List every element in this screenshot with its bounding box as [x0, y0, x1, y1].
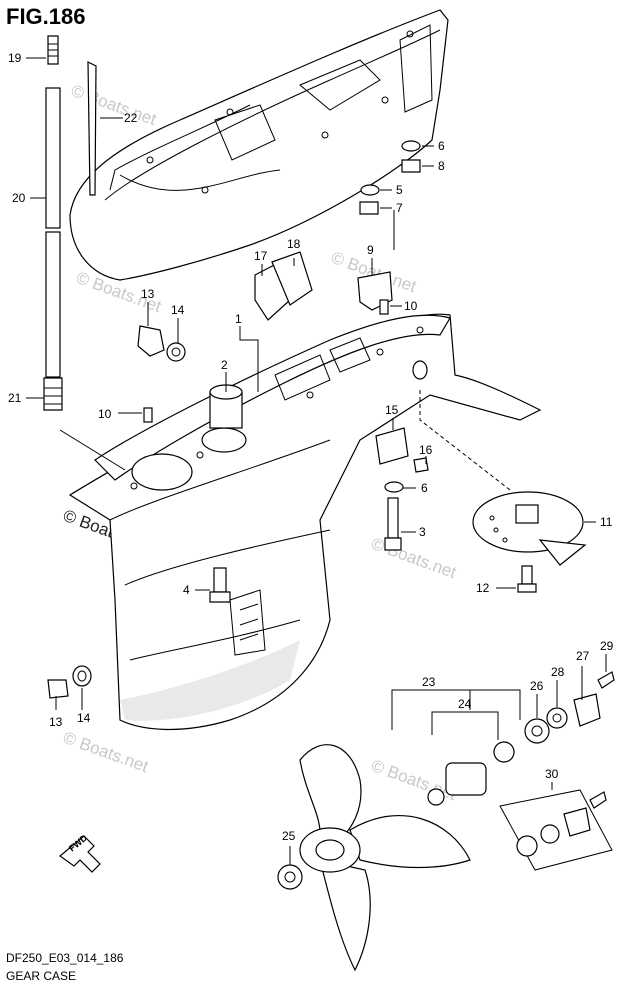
callout-14: 14: [171, 303, 185, 317]
callout-24: 24: [458, 697, 472, 711]
drive-shaft: [43, 35, 63, 411]
part-22: [87, 61, 97, 196]
callout-19: 19: [8, 51, 22, 65]
gear-case-body: [68, 313, 542, 731]
callout-20: 20: [12, 191, 26, 205]
callout-3: 3: [419, 525, 426, 539]
part-6: [401, 140, 421, 152]
part-25: [277, 864, 303, 890]
fwd-arrow-icon: FWD: [59, 832, 101, 873]
figure-code: DF250_E03_014_186: [6, 951, 124, 965]
part-6: [384, 481, 404, 493]
part-3: [387, 497, 399, 539]
part-10: [379, 299, 389, 315]
part-12: [521, 565, 533, 585]
callout-9: 9: [367, 243, 374, 257]
part-11: [472, 491, 587, 566]
callout-13: 13: [141, 287, 155, 301]
part-10: [143, 407, 153, 423]
callout-22: 22: [124, 111, 138, 125]
callout-15: 15: [385, 403, 399, 417]
callout-4: 4: [183, 583, 190, 597]
part-18: [271, 251, 313, 306]
callout-26: 26: [530, 679, 544, 693]
callout-7: 7: [396, 201, 403, 215]
part-16: [413, 457, 429, 473]
part-24: [427, 741, 515, 806]
part-7: [359, 201, 379, 215]
part-29: [597, 671, 615, 689]
figure-title: FIG.186: [6, 4, 85, 29]
callout-14: 14: [77, 711, 91, 725]
callout-17: 17: [254, 249, 268, 263]
part-26: [524, 718, 550, 744]
callout-10: 10: [404, 299, 418, 313]
callout-21: 21: [8, 391, 22, 405]
callout-8: 8: [438, 159, 445, 173]
leader-lines: [26, 57, 607, 865]
callout-30: 30: [545, 767, 559, 781]
callout-12: 12: [476, 581, 490, 595]
callout-27: 27: [576, 649, 590, 663]
part-4: [213, 567, 227, 593]
callout-25: 25: [282, 829, 296, 843]
part-5: [360, 184, 380, 196]
callout-2: 2: [221, 358, 228, 372]
callout-6: 6: [438, 139, 445, 153]
part-13: [137, 325, 165, 357]
callout-28: 28: [551, 665, 565, 679]
part-13: [47, 679, 69, 699]
part-15: [375, 427, 409, 465]
callout-18: 18: [287, 237, 301, 251]
part-30-kit: [499, 789, 613, 871]
upper-cover: [69, 9, 449, 281]
part-28: [546, 707, 568, 729]
callout-16: 16: [419, 443, 433, 457]
callout-1: 1: [235, 312, 242, 326]
callout-10: 10: [98, 407, 112, 421]
watermark-text: © Boats.net: [69, 81, 159, 129]
watermark-text: © Boats.net: [61, 728, 151, 776]
part-14: [166, 342, 186, 362]
callout-11: 11: [600, 515, 613, 529]
part-27: [573, 693, 601, 727]
callout-23: 23: [422, 675, 436, 689]
callouts: 19 22 20 21 13 14 17 18 9 10 1 2 10 15 1…: [8, 51, 614, 843]
watermark-text: © Boats.net: [369, 534, 459, 582]
figure-caption: GEAR CASE: [6, 969, 76, 983]
part-14: [72, 665, 92, 687]
callout-5: 5: [396, 183, 403, 197]
callout-29: 29: [600, 639, 614, 653]
callout-13: 13: [49, 715, 63, 729]
callout-6: 6: [421, 481, 428, 495]
propeller: [299, 744, 471, 972]
part-8: [401, 159, 421, 173]
